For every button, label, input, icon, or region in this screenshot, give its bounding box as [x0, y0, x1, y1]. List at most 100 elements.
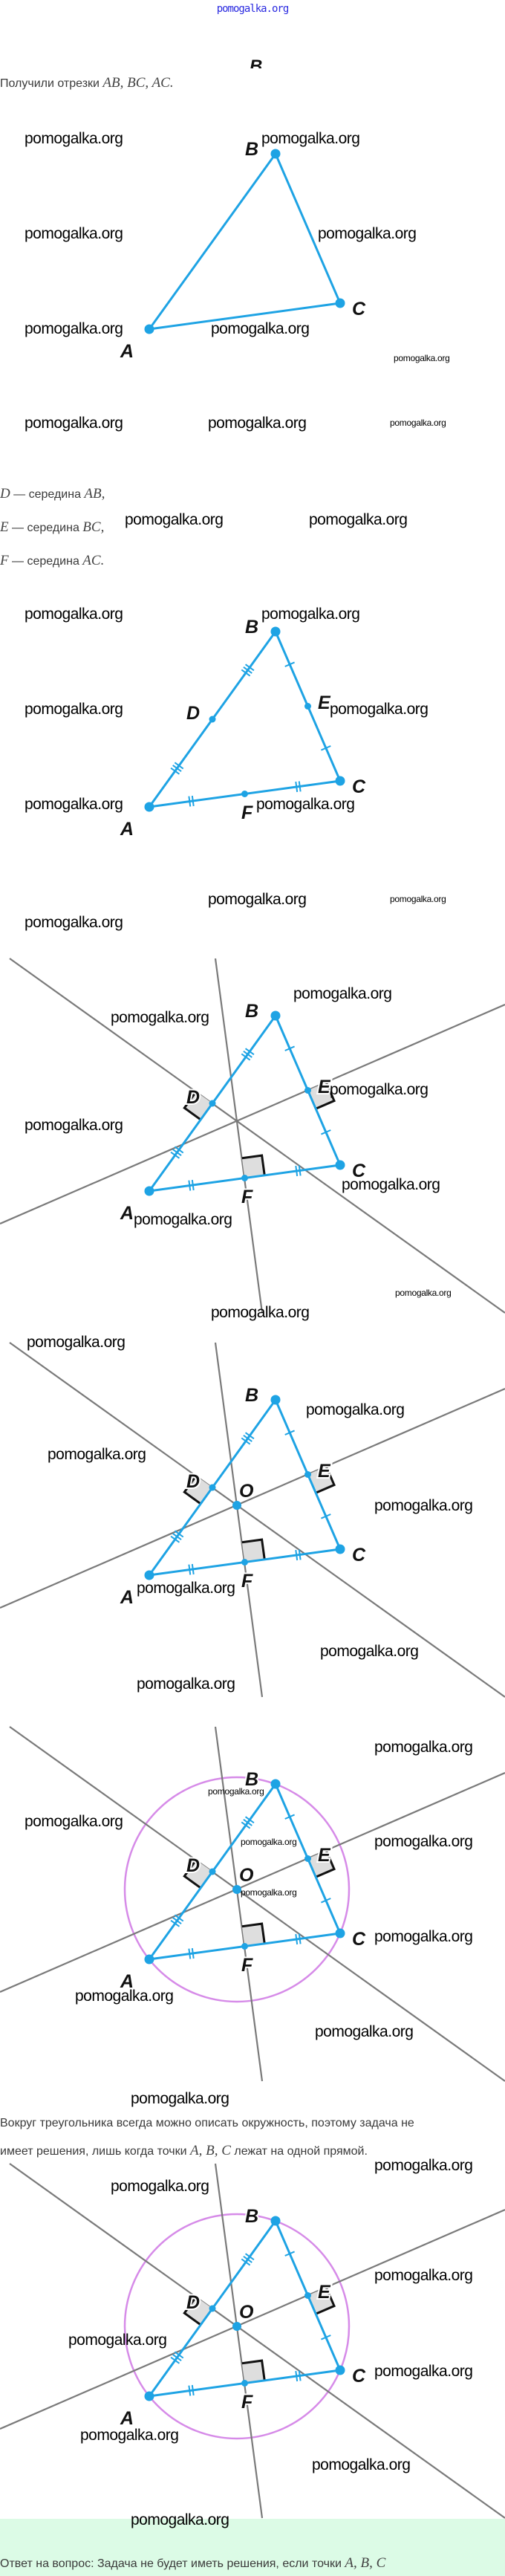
vertex-point-c — [335, 776, 345, 786]
midpoint-point: F — [0, 553, 9, 568]
watermark-text: pomogalka.org — [27, 1334, 126, 1351]
right-angle-mark-e-outline — [315, 1850, 336, 1878]
watermark-text: pomogalka.org — [25, 796, 123, 813]
right-angle-mark-f-outline — [241, 1922, 266, 1944]
watermark-text: pomogalka.org — [315, 2023, 414, 2040]
watermark-text: pomogalka.org — [394, 353, 450, 363]
midpoint-f — [241, 791, 248, 797]
midpoint-segment: AC. — [82, 553, 105, 568]
tick-mark-ac — [188, 796, 192, 807]
watermark-text: pomogalka.org — [374, 2363, 473, 2380]
right-angle-mark-e-outline — [315, 1466, 336, 1494]
watermark-text: pomogalka.org — [131, 2511, 229, 2528]
watermark-text: pomogalka.org — [395, 1288, 452, 1298]
midpoint-e — [304, 1471, 311, 1478]
point-label-b: B — [245, 1769, 258, 1790]
tick-mark-ac — [295, 1165, 299, 1177]
right-angle-mark-e-outline — [315, 2287, 336, 2315]
vertex-point-c — [335, 2365, 345, 2375]
tick-mark-ac — [295, 1549, 299, 1561]
watermark-text: pomogalka.org — [25, 320, 123, 337]
right-angle-mark-f-outline — [241, 1538, 266, 1560]
right-angle-mark-e — [307, 1466, 335, 1493]
tick-mark-ab — [241, 1821, 251, 1829]
watermark-text: pomogalka.org — [342, 1176, 440, 1193]
point-label-d: D — [186, 1471, 200, 1492]
point-label-b: B — [245, 1001, 258, 1022]
midpoint-d — [209, 1484, 216, 1491]
point-label-o: O — [239, 1481, 254, 1502]
watermark-text: pomogalka.org — [25, 1813, 123, 1830]
watermark-text: pomogalka.org — [241, 1887, 297, 1898]
tick-mark-ac — [191, 1563, 195, 1575]
perpendicular-bisector-line — [9, 1726, 505, 2082]
watermark-text: pomogalka.org — [374, 1833, 473, 1850]
watermark-text: pomogalka.org — [261, 606, 360, 623]
circumscribed-circle — [123, 1776, 351, 2003]
tick-mark-ab — [170, 767, 180, 775]
tick-mark-ab — [243, 1435, 252, 1442]
vertex-point-c — [335, 1160, 345, 1170]
watermark-text: pomogalka.org — [131, 2090, 229, 2107]
answer-math: A, B, C — [345, 2555, 386, 2571]
midpoint-point: E — [0, 519, 9, 535]
right-angle-mark-f — [241, 1540, 265, 1563]
point-label-a: A — [120, 1587, 134, 1608]
answer-text: Ответ на вопрос: Задача не будет иметь р… — [0, 2555, 385, 2572]
tick-mark-ac — [188, 2385, 192, 2396]
conclusion-line-2: имеет решения, лишь когда точки A, B, C … — [0, 2143, 368, 2160]
watermark-text: pomogalka.org — [309, 511, 408, 528]
point-label-b: B — [245, 1385, 258, 1406]
triangle-diagram-1: ABC — [118, 137, 368, 363]
tick-mark-ab — [244, 1432, 255, 1440]
watermark-text: pomogalka.org — [330, 701, 429, 718]
perpendicular-bisector-line — [0, 1387, 505, 1609]
perpendicular-bisector-line — [9, 2163, 505, 2519]
watermark-text: pomogalka.org — [320, 1643, 419, 1660]
watermark-text: pomogalka.org — [75, 1988, 174, 2005]
segments-math: AB, BC, AC. — [102, 75, 174, 91]
watermark-text: pomogalka.org — [208, 891, 307, 908]
tick-mark-bc — [321, 1129, 331, 1135]
point-label-o: O — [239, 2302, 254, 2323]
conclusion-text: имеет решения, лишь когда точки — [0, 2145, 191, 2158]
right-angle-mark-d-outline — [183, 1859, 202, 1889]
vertex-point-a — [144, 1186, 154, 1196]
right-angle-mark-f — [241, 2361, 265, 2384]
tick-mark-ab — [241, 669, 251, 677]
point-label-c: C — [352, 1545, 366, 1566]
watermark-text: pomogalka.org — [318, 225, 417, 242]
vertex-point-b — [270, 1779, 281, 1789]
watermark-text: pomogalka.org — [25, 415, 123, 432]
tick-mark-ac — [298, 1165, 302, 1176]
midpoint-d — [209, 2305, 216, 2312]
tick-mark-ab — [170, 1151, 180, 1159]
midpoint-d-text: D — середина AB, — [0, 486, 105, 503]
vertex-point-a — [144, 1954, 154, 1965]
tick-mark-bc — [321, 1898, 331, 1904]
watermark-text: pomogalka.org — [25, 914, 123, 931]
center-point-o — [232, 1501, 241, 1510]
tick-mark-ac — [188, 1948, 192, 1959]
tick-mark-bc — [321, 2335, 331, 2340]
tick-mark-ab — [174, 1914, 184, 1922]
tick-mark-ab — [170, 2356, 180, 2364]
point-label-c: C — [352, 2366, 366, 2387]
midpoint-e — [304, 1087, 311, 1094]
midpoint-desc: — середина — [8, 555, 83, 568]
tick-mark-ab — [174, 2351, 184, 2359]
watermark-text: pomogalka.org — [374, 2267, 473, 2284]
point-label-e: E — [318, 1845, 331, 1866]
watermark-text: pomogalka.org — [111, 1009, 209, 1026]
watermark-text: pomogalka.org — [211, 1304, 310, 1321]
point-label-e: E — [318, 2282, 331, 2303]
watermark-text: pomogalka.org — [256, 796, 355, 813]
watermark-text: pomogalka.org — [137, 1580, 235, 1597]
watermark-text: pomogalka.org — [312, 2456, 411, 2473]
right-angle-mark-d-outline — [183, 1475, 202, 1505]
